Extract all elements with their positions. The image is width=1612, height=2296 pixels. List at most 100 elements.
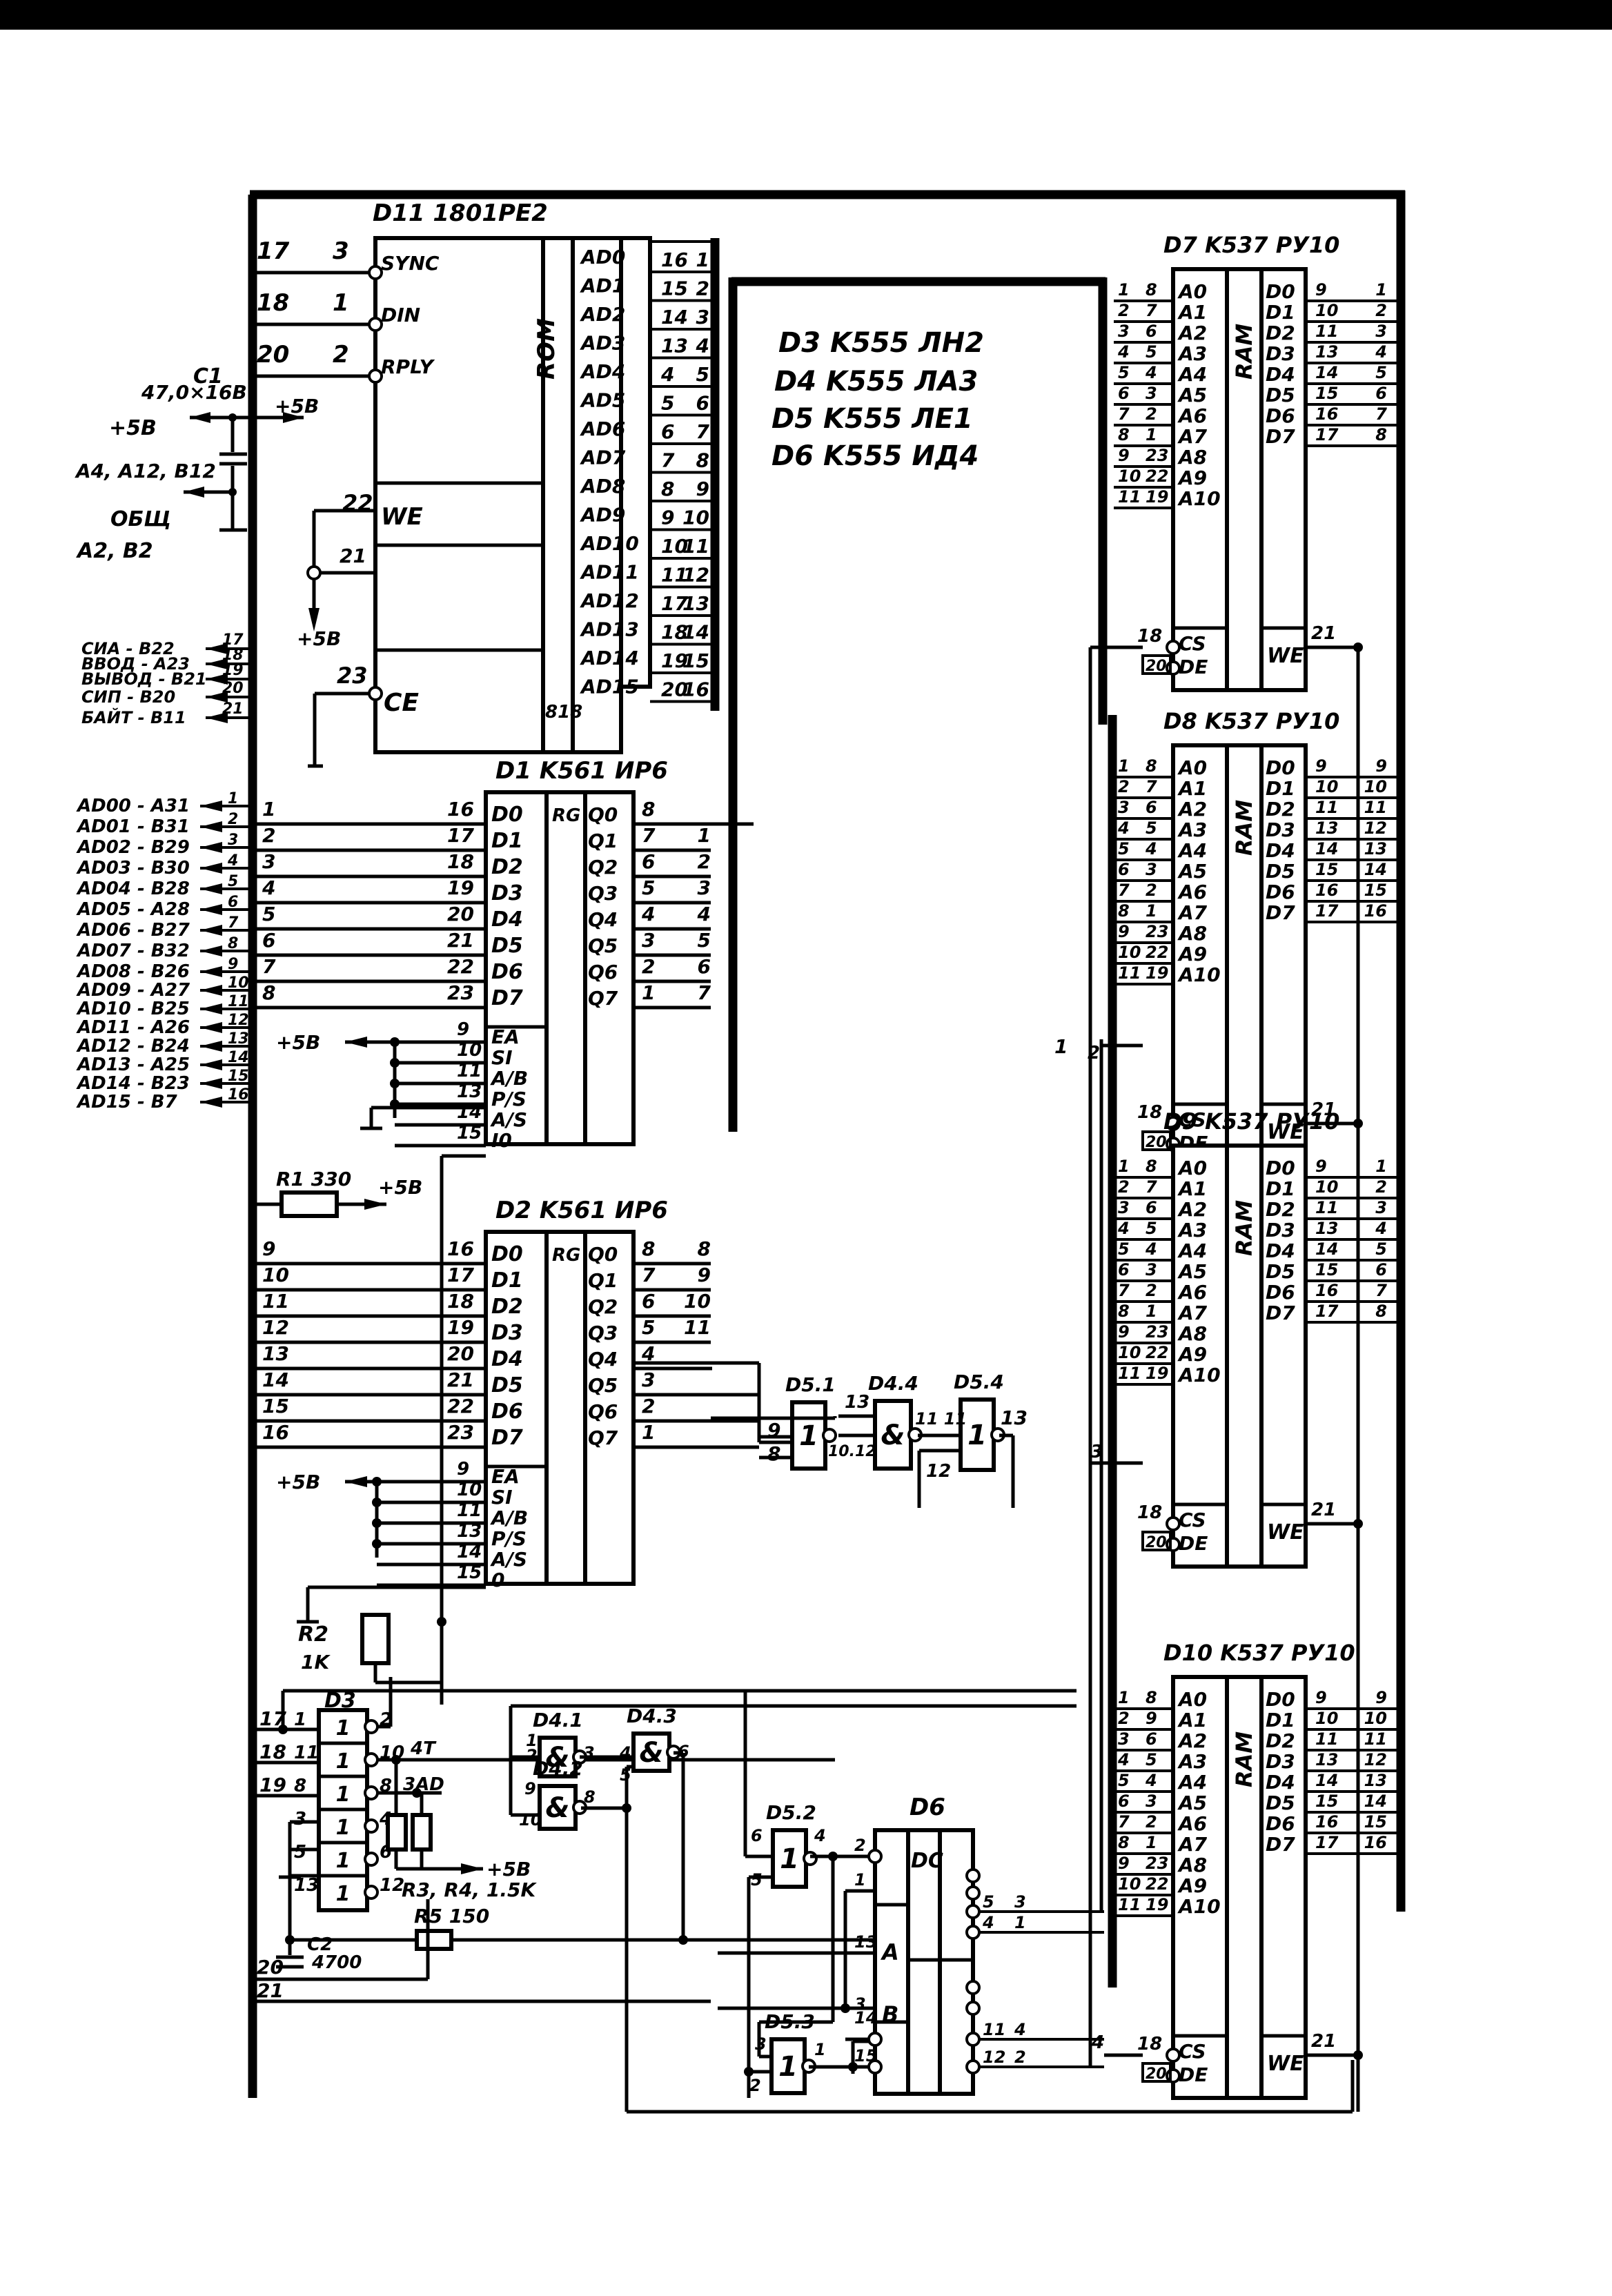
ram-address-name: A6 <box>1177 881 1207 903</box>
decoder-center-label: DC <box>911 1849 943 1873</box>
decoder-output-section <box>938 1828 975 2096</box>
legend-line: D5 K555 ЛЕ1 <box>771 403 973 435</box>
rom-pin-number: 9 <box>661 507 674 529</box>
register-center-section <box>544 790 587 1146</box>
ram-pin-number: 19 <box>1146 1364 1168 1383</box>
register-pin-number: 15 <box>457 1562 482 1583</box>
bus-line-number: 7 <box>262 955 276 978</box>
bus-signal-label: AD04 - B28 <box>76 879 190 899</box>
ram-center-label: RAM <box>1231 324 1257 380</box>
register-output-section <box>583 790 636 1146</box>
ram-address-name: A7 <box>1177 425 1208 448</box>
ram-data-name: D3 <box>1266 1750 1295 1773</box>
arrow-left-icon <box>200 945 222 956</box>
ram-address-name: A10 <box>1177 487 1221 510</box>
gate-pin-number: 1 <box>814 2040 826 2059</box>
arrow-right-icon <box>364 1199 386 1210</box>
arrow-left-icon <box>206 658 228 669</box>
arrow-left-icon <box>200 1041 222 1052</box>
register-pin-number: 23 <box>447 981 474 1004</box>
ram-address-name: A0 <box>1177 1157 1207 1179</box>
register-input-name: D3 <box>491 1321 523 1345</box>
gate-symbol: 1 <box>967 1420 987 1451</box>
ram-pin-number: 6 <box>1146 322 1157 341</box>
register-pin-number: 14 <box>457 1542 482 1562</box>
rom-mid-section <box>541 236 575 754</box>
ram-pin-number: 20 <box>1146 2066 1167 2083</box>
arrow-left-icon <box>200 1097 222 1108</box>
ram-address-name: A4 <box>1177 1771 1207 1794</box>
decoder-pin-number: 14 <box>854 2008 877 2028</box>
ram-data-name: D0 <box>1266 280 1295 303</box>
register-pin-number: 18 <box>447 850 474 873</box>
gate-label: D4.2 <box>533 1757 583 1780</box>
bus-line-number: 6 <box>698 955 711 978</box>
rom-pin-name: DIN <box>381 304 420 326</box>
ram-address-name: A3 <box>1177 1219 1207 1242</box>
arrow-icon <box>190 412 210 423</box>
arrow-left-icon <box>345 1037 367 1048</box>
gate-label: D5.2 <box>766 1801 816 1824</box>
ram-pin-number: 7 <box>1146 301 1157 320</box>
gate-pin-number: 12 <box>380 1875 404 1896</box>
ram-de-label: DE <box>1179 656 1208 678</box>
ram-pin-number: 19 <box>1146 963 1168 983</box>
bus-line-number: 20 <box>257 1956 284 1979</box>
ram-bus-number: 9 <box>1118 1322 1130 1342</box>
ram-title: D8 K537 PУ10 <box>1163 708 1339 734</box>
bus-line-number: 1 <box>698 824 711 847</box>
gate-label: D4.4 <box>868 1372 918 1395</box>
gate-pin-number: 9 <box>524 1779 536 1798</box>
ram-de-link <box>1141 2062 1172 2083</box>
ram-address-name: A4 <box>1177 839 1207 862</box>
supply-label: +5B <box>276 1471 320 1493</box>
ram-data-name: D1 <box>1266 1709 1295 1731</box>
register-pin-number: 14 <box>457 1102 482 1123</box>
ram-address-section <box>1171 743 1229 1168</box>
ram-pin-number: 11 <box>1315 1729 1338 1749</box>
ram-bus-number: 4 <box>1117 1219 1130 1238</box>
rom-address-name: AD5 <box>580 389 625 412</box>
rom-pin-block <box>619 236 652 689</box>
rom-pin-number: 13 <box>661 335 688 357</box>
ram-data-section <box>1259 267 1308 692</box>
decoder-center-section <box>906 1828 942 2096</box>
rom-pin-number: 18 <box>661 621 688 644</box>
bus-line-number: 4 <box>1375 342 1387 362</box>
cs-bus-number: 4 <box>1014 2020 1026 2039</box>
rom-title: D11 1801PE2 <box>373 199 548 227</box>
rom-pin-number: 17 <box>661 592 688 615</box>
bus-line-number: 17 <box>222 631 244 649</box>
bus-line-number: 3 <box>228 832 238 849</box>
register-output-name: Q6 <box>588 1400 618 1423</box>
decoder-pin-number: 4 <box>982 1913 994 1932</box>
decoder-pin-number: 5 <box>983 1892 994 1912</box>
register-center-label: RG <box>552 1245 580 1266</box>
control-signal-label: СИП - B20 <box>81 687 175 707</box>
register-pin-number: 22 <box>447 1395 474 1417</box>
ram-pin-number: 14 <box>1315 1239 1338 1259</box>
ram-data-section <box>1259 1144 1308 1569</box>
gate-pin-number: 6 <box>678 1742 689 1761</box>
ram-pin-number: 22 <box>1146 1874 1168 1894</box>
register-pin-number: 21 <box>447 1368 474 1391</box>
register-control-name: A/S <box>490 1108 527 1131</box>
ram-pin-number: 18 <box>1137 2034 1162 2054</box>
rom-pin-number: 3 <box>333 237 349 265</box>
bus-line-number: 4 <box>696 335 709 357</box>
inversion-bubble <box>965 2001 981 2016</box>
register-input-name: D0 <box>491 1242 523 1266</box>
ram-de-link <box>1141 654 1172 675</box>
ram-address-name: A10 <box>1177 963 1221 986</box>
ram-bus-number: 11 <box>1118 1364 1141 1383</box>
gate-symbol: 1 <box>778 2051 798 2083</box>
register-title: D2 K561 ИР6 <box>495 1197 668 1224</box>
register-input-name: D1 <box>491 1268 523 1293</box>
ram-bus-number: 1 <box>1118 1688 1130 1707</box>
inversion-bubble <box>965 1885 981 1901</box>
arrow-left-icon <box>200 904 222 915</box>
bus-line-number: 10 <box>1364 1709 1387 1728</box>
register-pin-number: 9 <box>457 1019 469 1040</box>
